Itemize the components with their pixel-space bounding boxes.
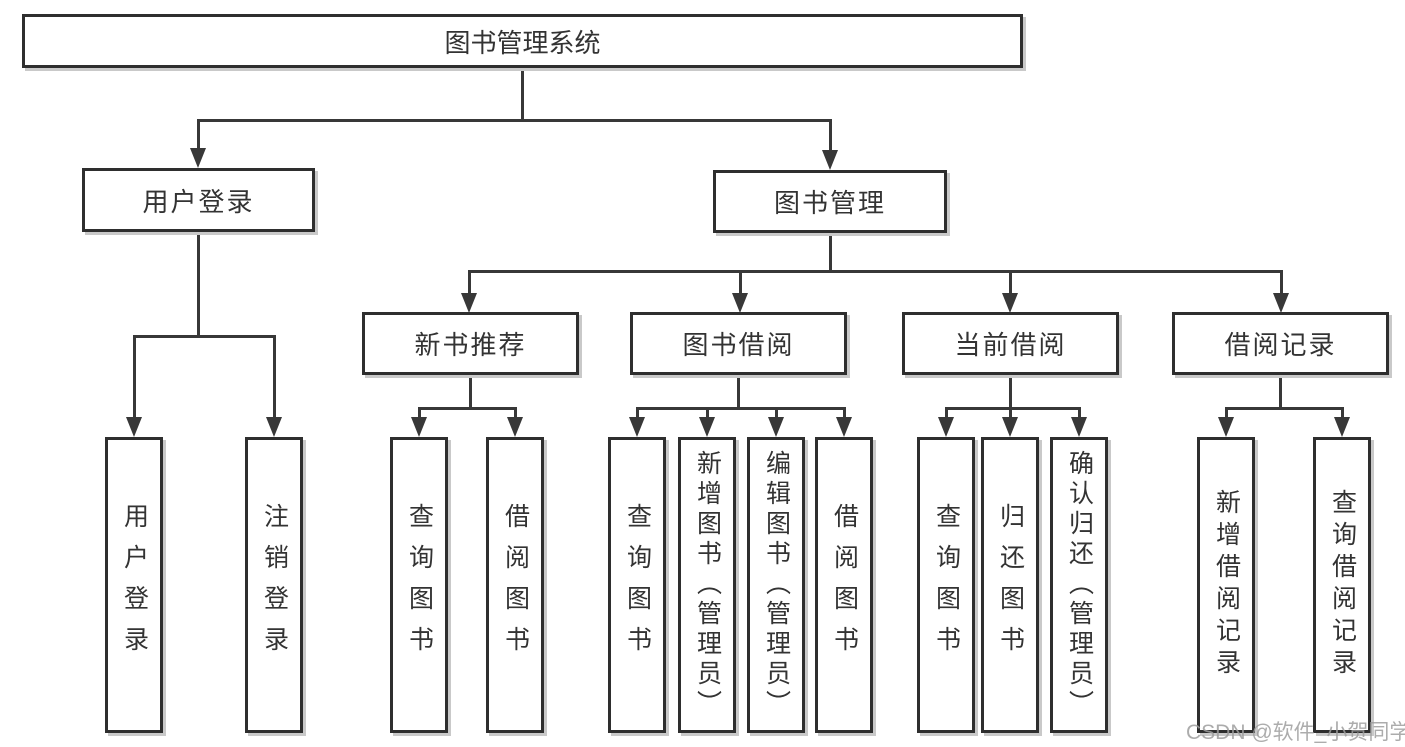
connector-vline <box>1008 271 1012 296</box>
connector-hline <box>417 407 517 410</box>
connector-vline <box>1077 407 1081 421</box>
node-borrowing-records: 借阅记录 <box>1172 312 1389 375</box>
arrow-down-icon <box>461 293 477 313</box>
connector-vline <box>842 407 846 421</box>
leaf-query-books-recommend-label: 查询图书 <box>405 503 434 667</box>
leaf-logout-login: 注销登录 <box>245 437 303 733</box>
arrow-down-icon <box>1002 417 1018 437</box>
leaf-query-books-borrowing-label: 查询图书 <box>623 503 652 667</box>
arrow-down-icon <box>1218 417 1234 437</box>
leaf-query-borrow-record: 查询借阅记录 <box>1313 437 1371 733</box>
leaf-edit-books-admin: 编辑图书（管理员） <box>747 437 805 733</box>
connector-vline <box>635 407 639 421</box>
leaf-query-books-borrowing: 查询图书 <box>608 437 666 733</box>
connector-hline <box>944 407 1081 410</box>
connector-hline <box>132 335 276 338</box>
arrow-down-icon <box>836 417 852 437</box>
arrow-down-icon <box>1334 417 1350 437</box>
arrow-down-icon <box>768 417 784 437</box>
leaf-query-books-current: 查询图书 <box>917 437 975 733</box>
connector-hline <box>467 270 1283 273</box>
connector-vline <box>196 232 200 338</box>
arrow-down-icon <box>732 293 748 313</box>
leaf-borrow-books-recommend: 借阅图书 <box>486 437 544 733</box>
node-book-management-label: 图书管理 <box>773 188 886 218</box>
node-new-book-recommendation-label: 新书推荐 <box>414 330 527 360</box>
leaf-borrow-books-borrowing: 借阅图书 <box>815 437 873 733</box>
connector-vline <box>467 271 471 296</box>
node-current-borrowing-label: 当前借阅 <box>954 330 1067 360</box>
leaf-user-login-label: 用户登录 <box>120 503 149 667</box>
connector-vline <box>944 407 948 421</box>
node-borrowing-records-label: 借阅记录 <box>1224 330 1337 360</box>
connector-hline <box>197 119 832 122</box>
node-user-login: 用户登录 <box>82 168 315 232</box>
connector-vline <box>1279 271 1283 296</box>
connector-vline <box>828 233 832 273</box>
connector-vline <box>513 407 517 421</box>
leaf-confirm-return-admin-label: 确认归还（管理员） <box>1065 450 1094 720</box>
connector-vline <box>132 335 136 420</box>
connector-vline <box>196 119 200 150</box>
node-book-management: 图书管理 <box>713 170 947 233</box>
leaf-edit-books-admin-label: 编辑图书（管理员） <box>762 450 791 720</box>
connector-vline <box>417 407 421 421</box>
arrow-down-icon <box>938 417 954 437</box>
leaf-add-borrow-record-label: 新增借阅记录 <box>1212 489 1241 681</box>
leaf-query-books-current-label: 查询图书 <box>932 503 961 667</box>
connector-hline <box>635 407 846 410</box>
arrow-down-icon <box>190 148 206 168</box>
leaf-add-books-admin: 新增图书（管理员） <box>678 437 736 733</box>
arrow-down-icon <box>266 417 282 437</box>
connector-vline <box>272 335 276 420</box>
arrow-down-icon <box>822 150 838 170</box>
connector-vline <box>828 119 832 152</box>
connector-vline <box>774 407 778 421</box>
arrow-down-icon <box>411 417 427 437</box>
arrow-down-icon <box>1002 293 1018 313</box>
arrow-down-icon <box>1273 293 1289 313</box>
leaf-return-books: 归还图书 <box>981 437 1039 733</box>
connector-vline <box>1340 407 1344 421</box>
connector-vline <box>1009 375 1012 410</box>
leaf-borrow-books-recommend-label: 借阅图书 <box>501 503 530 667</box>
leaf-add-books-admin-label: 新增图书（管理员） <box>693 450 722 720</box>
connector-vline <box>705 407 709 421</box>
connector-vline <box>1279 375 1282 410</box>
leaf-query-borrow-record-label: 查询借阅记录 <box>1328 489 1357 681</box>
leaf-return-books-label: 归还图书 <box>996 503 1025 667</box>
leaf-query-books-recommend: 查询图书 <box>390 437 448 733</box>
leaf-add-borrow-record: 新增借阅记录 <box>1197 437 1255 733</box>
connector-vline <box>738 271 742 296</box>
connector-hline <box>1224 407 1344 410</box>
connector-vline <box>1224 407 1228 421</box>
node-book-borrowing: 图书借阅 <box>630 312 847 375</box>
watermark: CSDN @软件_小贺同学 <box>1186 721 1405 744</box>
leaf-user-login: 用户登录 <box>105 437 163 733</box>
node-system-label: 图书管理系统 <box>444 27 601 58</box>
node-current-borrowing: 当前借阅 <box>902 312 1119 375</box>
node-book-borrowing-label: 图书借阅 <box>682 330 795 360</box>
arrow-down-icon <box>1071 417 1087 437</box>
leaf-logout-login-label: 注销登录 <box>260 503 289 667</box>
connector-vline <box>1008 407 1012 421</box>
arrow-down-icon <box>629 417 645 437</box>
arrow-down-icon <box>507 417 523 437</box>
node-user-login-label: 用户登录 <box>142 186 255 217</box>
arrow-down-icon <box>126 417 142 437</box>
node-new-book-recommendation: 新书推荐 <box>362 312 579 375</box>
node-system: 图书管理系统 <box>22 14 1023 68</box>
connector-vline <box>737 375 740 410</box>
connector-vline <box>521 68 524 122</box>
leaf-confirm-return-admin: 确认归还（管理员） <box>1050 437 1108 733</box>
leaf-borrow-books-borrowing-label: 借阅图书 <box>830 503 859 667</box>
connector-vline <box>469 375 472 410</box>
arrow-down-icon <box>699 417 715 437</box>
